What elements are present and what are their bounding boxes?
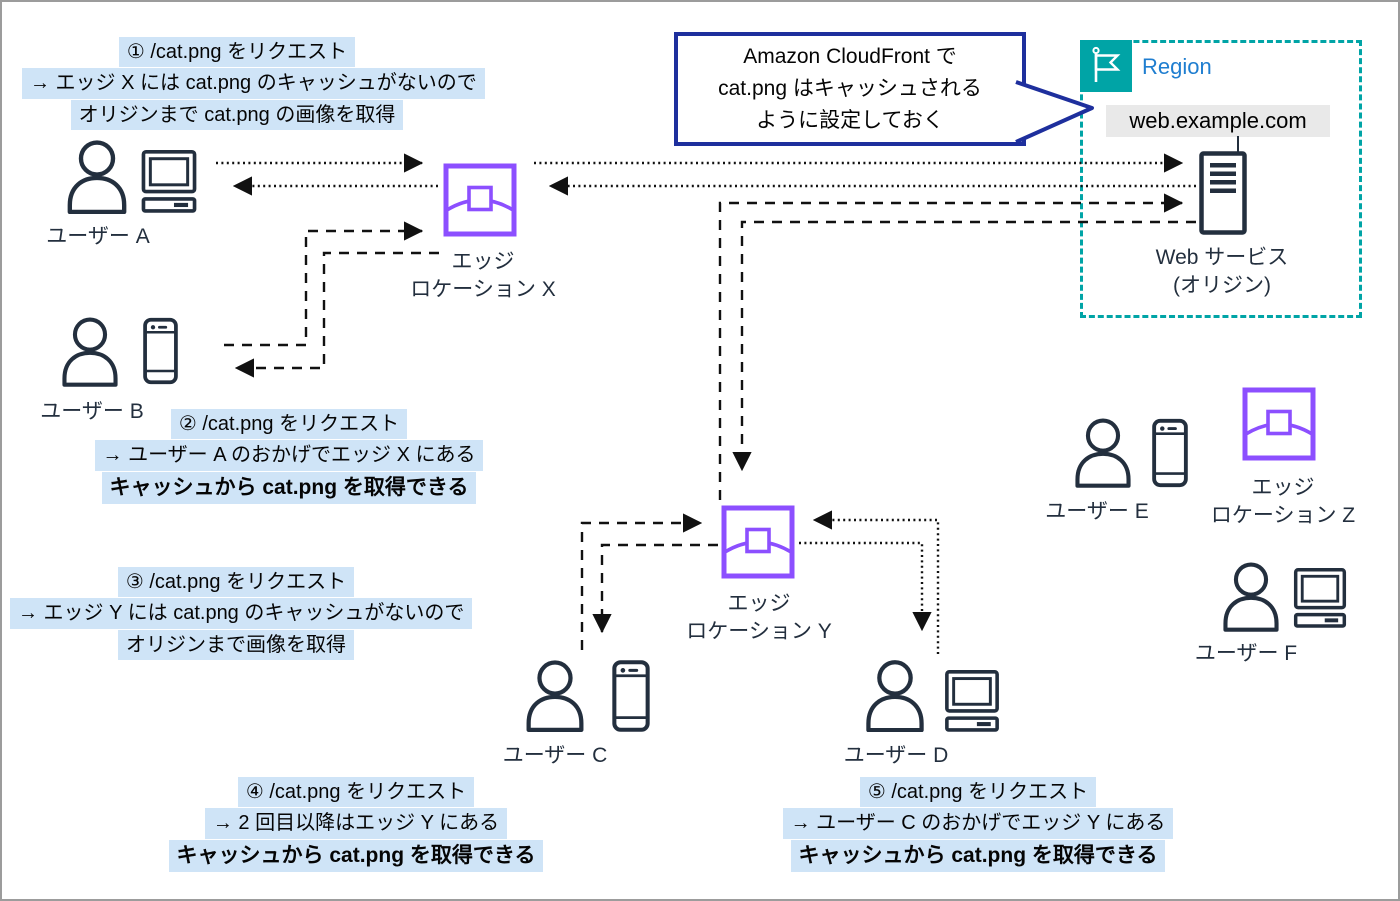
cloudfront-config-callout: Amazon CloudFront で cat.png はキャッシュされる よう… <box>674 32 1026 146</box>
edge-location-x-label: エッジ ロケーション X <box>410 250 556 301</box>
user-b-label: ユーザー B <box>40 400 144 423</box>
user-c-label: ユーザー C <box>502 744 608 767</box>
person-icon <box>866 660 924 732</box>
region-flag-icon <box>1080 40 1132 92</box>
person-icon <box>1075 418 1131 488</box>
region-boundary <box>1080 40 1362 318</box>
user-e-label: ユーザー E <box>1045 500 1149 523</box>
person-icon <box>1223 562 1279 632</box>
server-icon <box>1199 151 1247 235</box>
user-a-label: ユーザー A <box>46 225 150 248</box>
smartphone-icon <box>612 660 650 732</box>
edge-location-z-label: エッジ ロケーション Z <box>1210 476 1356 527</box>
edge-location-y-label: エッジ ロケーション Y <box>686 592 832 643</box>
person-icon <box>62 317 118 387</box>
desktop-icon <box>1293 568 1347 628</box>
annotation-step3: ③ /cat.png をリクエスト → エッジ Y には cat.png のキャ… <box>10 566 473 661</box>
origin-domain: web.example.com <box>1106 105 1330 137</box>
annotation-step1: ① /cat.png をリクエスト → エッジ X には cat.png のキャ… <box>22 36 485 131</box>
person-icon <box>67 140 127 214</box>
smartphone-icon <box>143 317 178 385</box>
region-label: Region <box>1142 54 1212 79</box>
user-d-label: ユーザー D <box>843 744 949 767</box>
user-f-label: ユーザー F <box>1194 642 1298 665</box>
annotation-step4: ④ /cat.png をリクエスト → 2 回目以降はエッジ Y にある キャッ… <box>166 776 546 873</box>
edge-location-x-icon <box>443 163 517 237</box>
person-icon <box>526 660 584 732</box>
annotation-step5: ⑤ /cat.png をリクエスト → ユーザー C のおかげでエッジ Y にあ… <box>758 776 1198 873</box>
desktop-icon <box>945 670 999 732</box>
desktop-icon <box>141 150 197 213</box>
edge-location-y-icon <box>721 505 795 579</box>
smartphone-icon <box>1152 418 1188 488</box>
annotation-step2: ② /cat.png をリクエスト → ユーザー A のおかげでエッジ X にあ… <box>64 408 514 505</box>
edge-location-z-icon <box>1242 387 1316 461</box>
